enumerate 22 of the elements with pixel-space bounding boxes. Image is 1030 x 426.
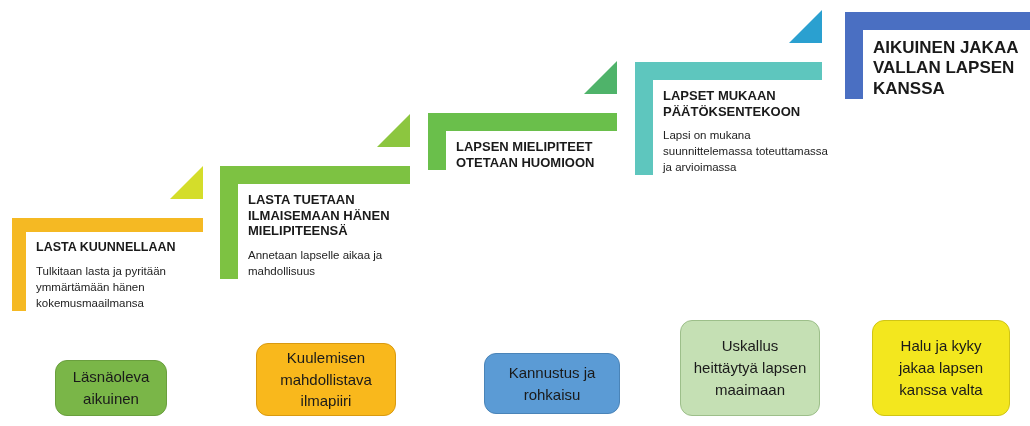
rounded-box (680, 320, 820, 416)
rounded-box (484, 353, 620, 414)
box-label: Läsnäoleva aikuinen (71, 367, 151, 409)
box-label: Uskallus heittäytyä lapsen maaimaan (692, 336, 808, 400)
rounded-box (55, 360, 167, 416)
step-bracket (12, 218, 203, 312)
step-heading: LASTA KUUNNELLAAN (36, 240, 177, 255)
step-bracket (428, 113, 617, 171)
step-description: Tulkitaan lasta ja pyritään ymmärtämään hänen kokemusmaailmansa (36, 264, 167, 312)
step-description: Lapsi on mukana suunnittelemassa toteuttamassa ja arvioimassa (663, 128, 828, 176)
box-label: Halu ja kyky jakaa lapsen kanssa valta (897, 336, 985, 400)
step-bracket (845, 12, 1030, 100)
step-heading: AIKUINEN JAKAA VALLAN LAPSEN KANSSA (873, 38, 1019, 100)
rounded-box (872, 320, 1010, 416)
rounded-box (256, 343, 396, 416)
step-description: Annetaan lapselle aikaa ja mahdollisuus (248, 247, 384, 279)
box-label: Kuulemisen mahdollistava ilmapiiri (279, 347, 373, 412)
step-heading: LAPSEN MIELIPITEET OTETAAN HUOMIOON (456, 139, 596, 171)
step-heading: LAPSET MUKAAN PÄÄTÖKSENTEKOON (663, 88, 802, 120)
step-heading: LASTA TUETAAN ILMAISEMAAN HÄNEN MIELIPITEENSÄ (248, 192, 391, 239)
step-bracket (220, 166, 410, 279)
box-label: Kannustus ja rohkaisu (507, 362, 597, 405)
